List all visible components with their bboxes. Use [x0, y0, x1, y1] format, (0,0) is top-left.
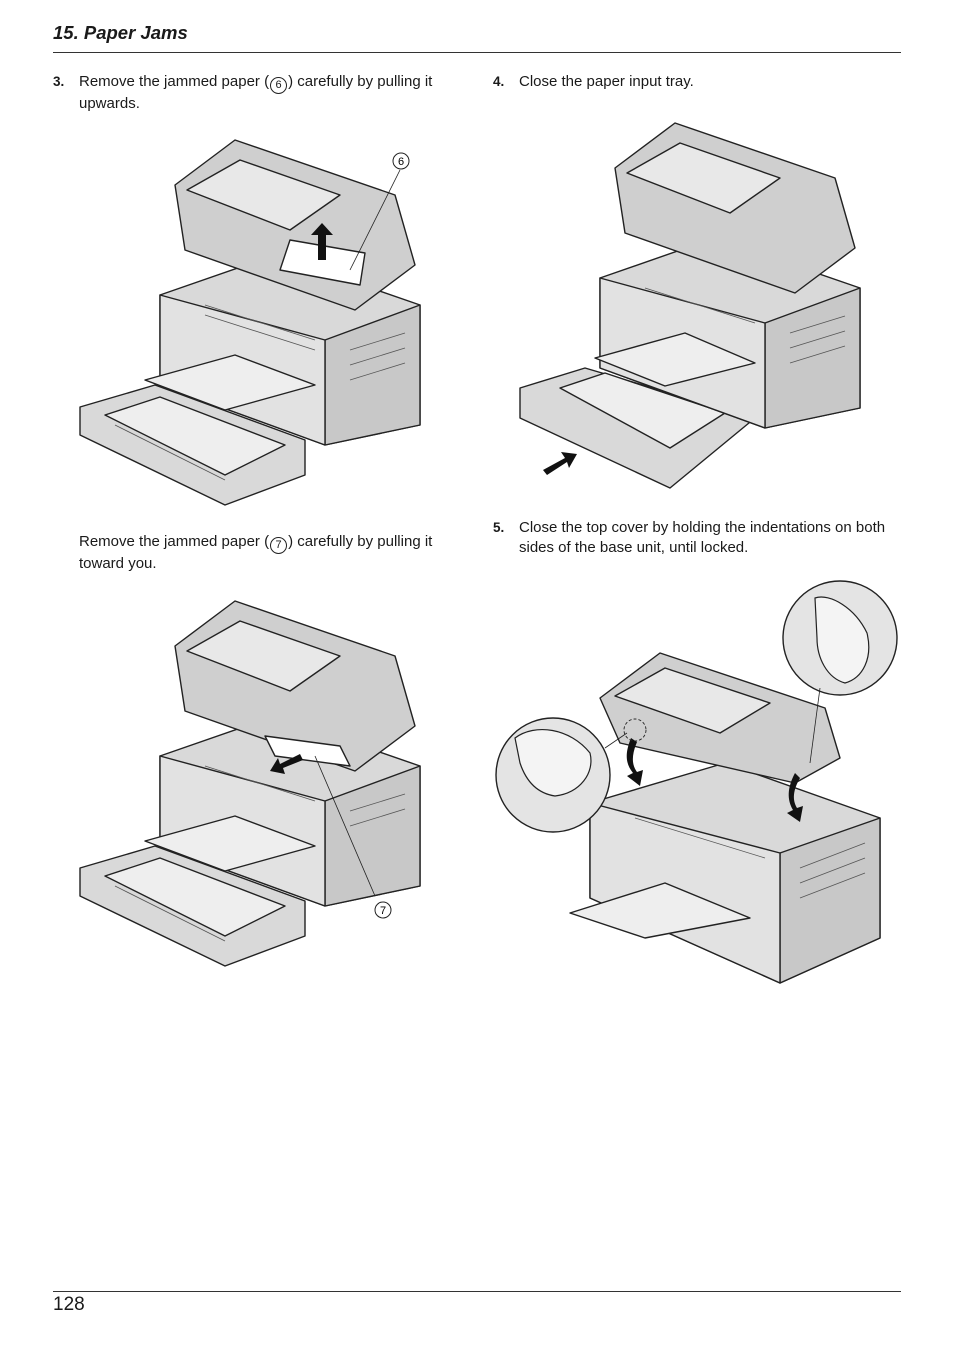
printer-illustration: 6 [79, 139, 421, 506]
figure-close-top-cover [495, 578, 905, 990]
step-4: 4. Close the paper input tray. [493, 72, 903, 92]
step-3-continued: Remove the jammed paper (7) carefully by… [53, 532, 468, 574]
callout-marker: 7 [270, 537, 288, 554]
header-rule [53, 52, 901, 53]
figure-remove-paper-upward: 6 [75, 135, 445, 510]
figure-remove-paper-toward-you: 7 [75, 596, 445, 971]
callout-label: 6 [398, 156, 404, 168]
step-text: Close the top cover by holding the inden… [519, 519, 886, 556]
page-number: 128 [53, 1294, 85, 1315]
callout-label: 7 [380, 905, 386, 917]
printer-illustration: 7 [79, 600, 421, 967]
figure-close-input-tray [515, 118, 865, 493]
footer-rule [53, 1291, 901, 1292]
step-number: 5. [493, 520, 505, 535]
printer-illustration [495, 580, 898, 984]
printer-illustration [519, 122, 861, 489]
step-text: Close the paper input tray. [519, 73, 694, 90]
step-number: 3. [53, 74, 65, 89]
callout-marker: 6 [270, 77, 288, 94]
page-header-title: 15. Paper Jams [53, 22, 188, 43]
step-number: 4. [493, 74, 505, 89]
step-5: 5. Close the top cover by holding the in… [493, 518, 903, 558]
step-text: Remove the jammed paper (7) carefully by… [79, 533, 433, 572]
step-text: Remove the jammed paper (6) carefully by… [79, 73, 433, 112]
step-3: 3. Remove the jammed paper (6) carefully… [53, 72, 468, 114]
